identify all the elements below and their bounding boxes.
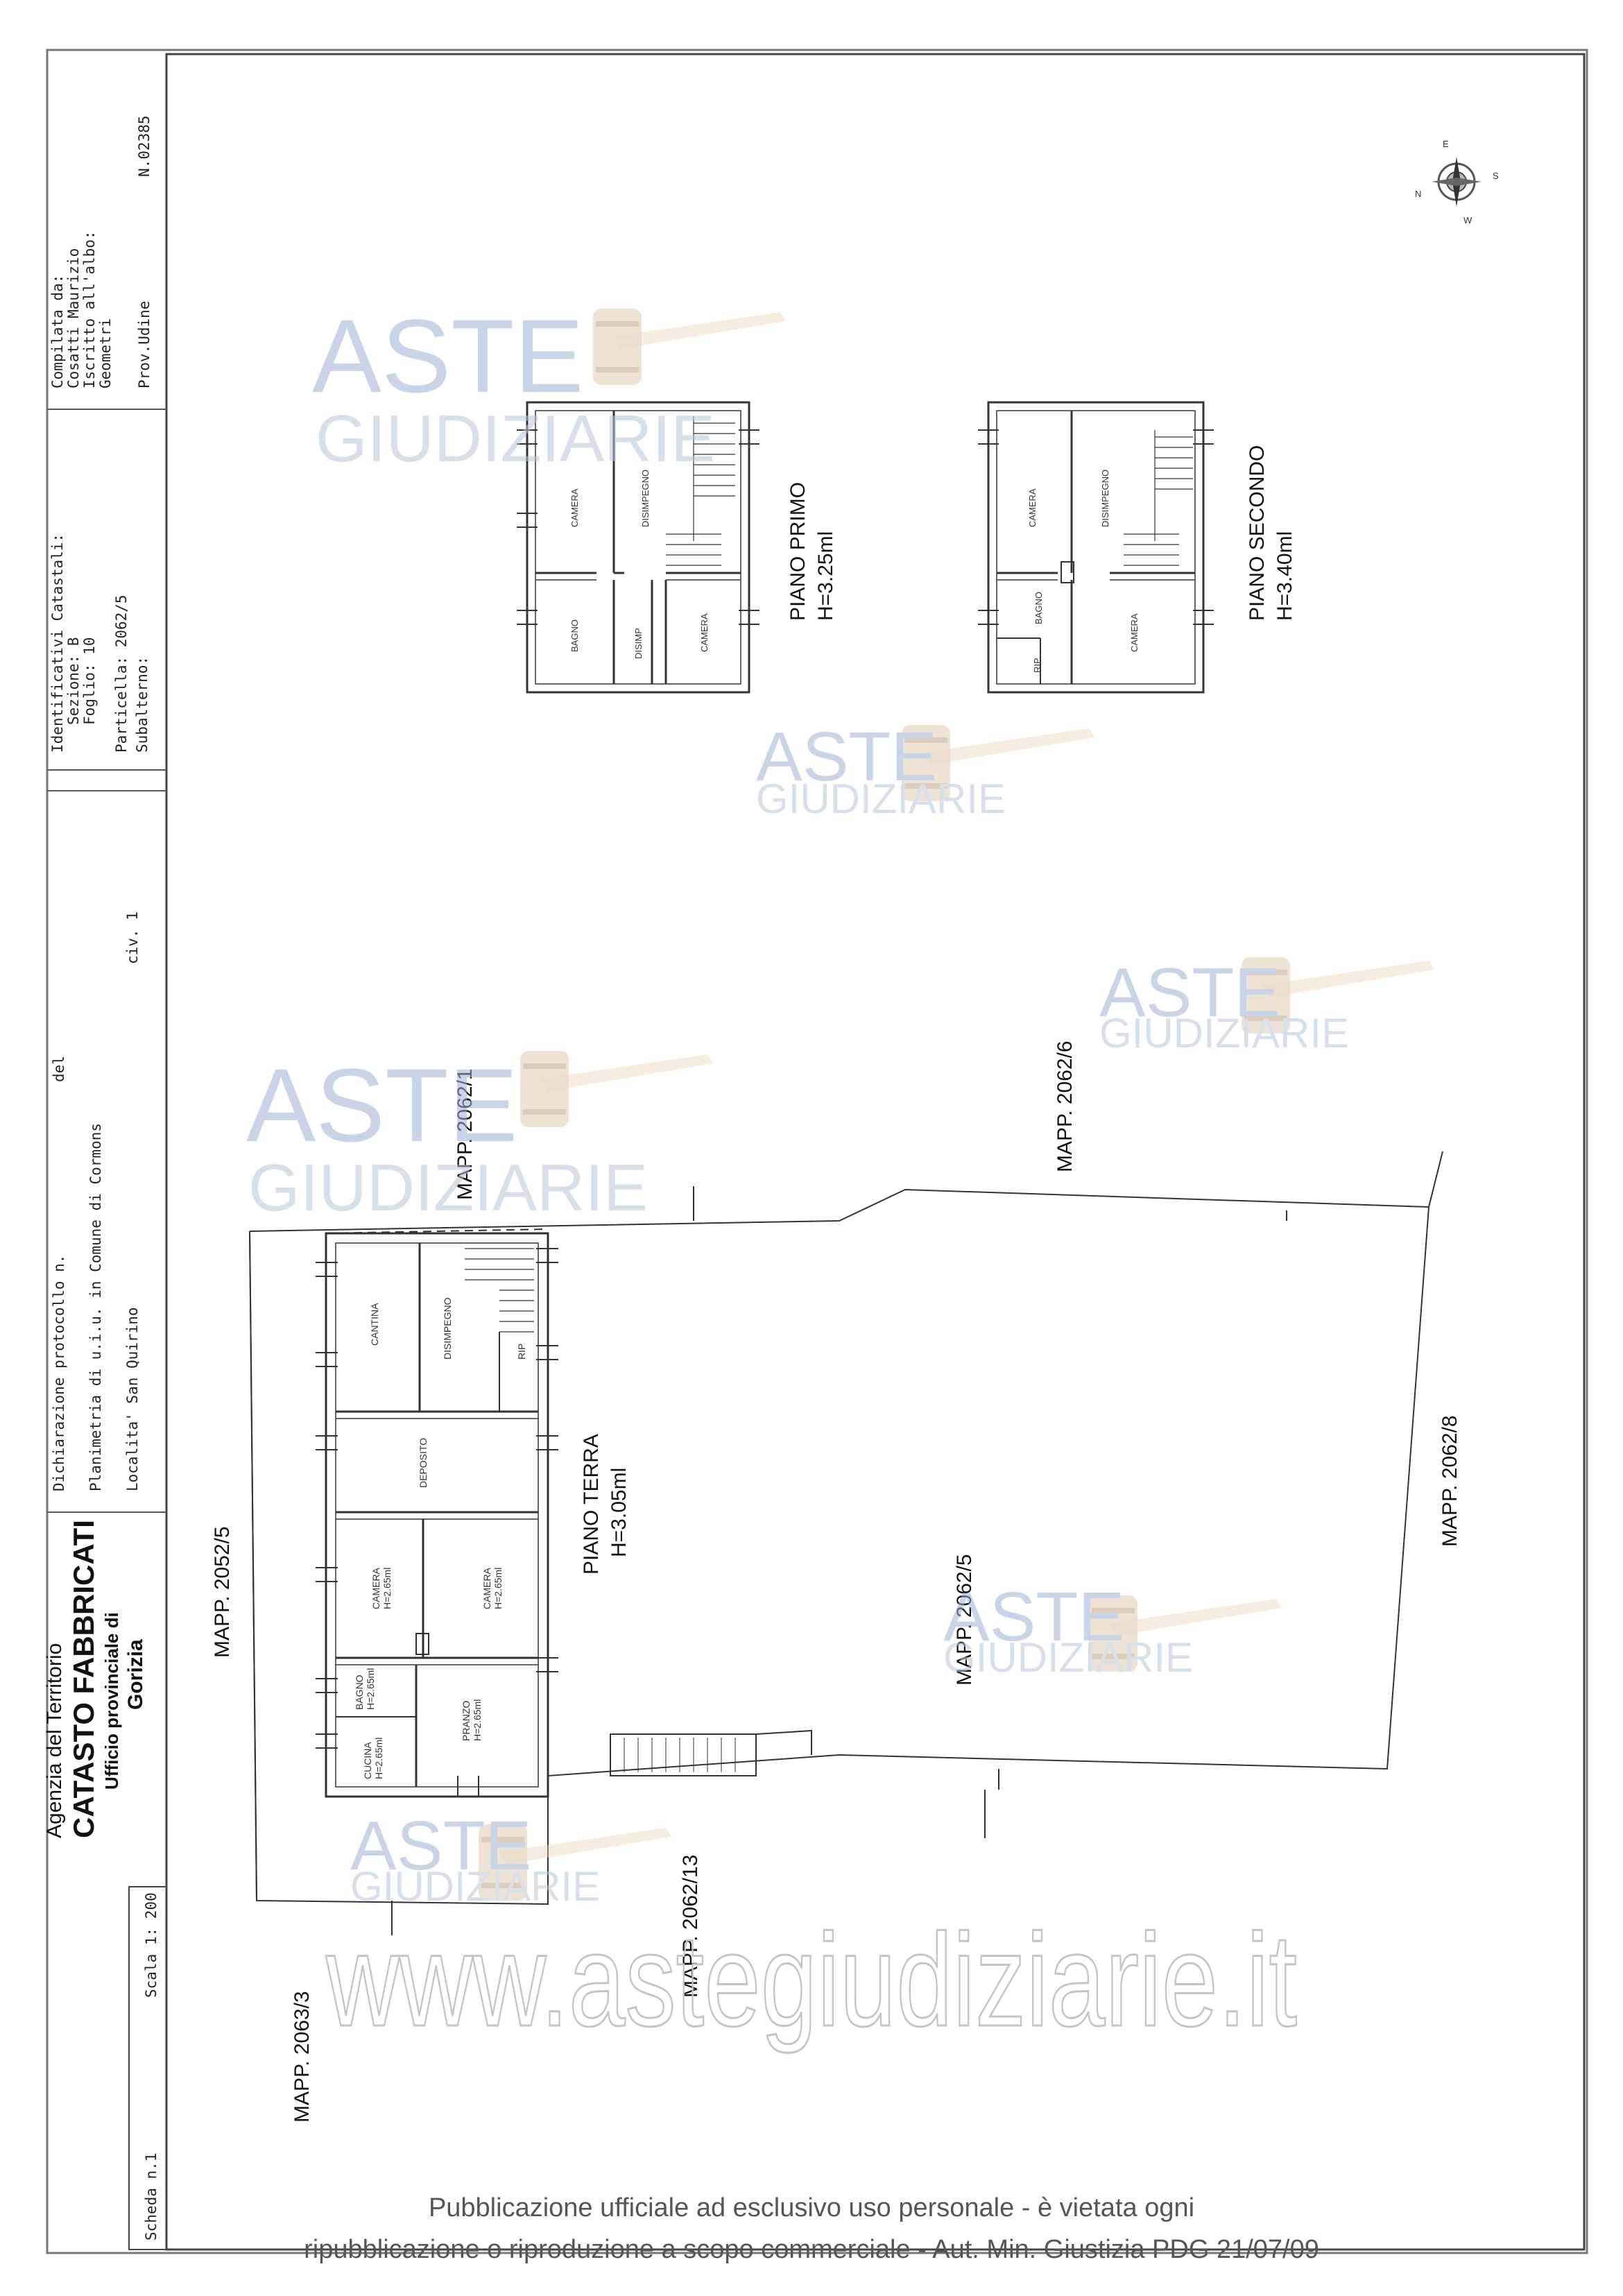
del-text: del bbox=[51, 1056, 67, 1082]
svg-text:GIUDIZIARIE: GIUDIZIARIE bbox=[1099, 1010, 1349, 1056]
piano-primo-plan bbox=[517, 401, 759, 694]
terra-room-camera-2-height: H=2.65ml bbox=[492, 1568, 504, 1609]
piano-terra-height: H=3.05ml bbox=[608, 1468, 630, 1557]
planimetria-text: Planimetria di u.i.u. in Comune di Cormo… bbox=[87, 1123, 104, 1491]
piano-secondo-height: H=3.40ml bbox=[1273, 531, 1296, 621]
piano-secondo-title: PIANO SECONDO bbox=[1246, 445, 1269, 621]
terra-room-cantina: CANTINA bbox=[369, 1303, 380, 1346]
secondo-room-rip: RIP. bbox=[1032, 656, 1042, 673]
mapp-2062-8: MAPP. 2062/8 bbox=[1439, 1415, 1461, 1547]
secondo-room-disimpegno: DISIMPEGNO bbox=[1100, 470, 1110, 527]
mapp-2063-3: MAPP. 2063/3 bbox=[291, 1991, 314, 2123]
watermark-aste-6: ASTE GIUDIZIARIE bbox=[350, 1807, 671, 1910]
identificativi-line-4: Particella: 2062/5 bbox=[113, 594, 130, 753]
compass-n: N bbox=[1415, 189, 1421, 199]
svg-text:ASTE: ASTE bbox=[943, 1578, 1124, 1656]
mapp-2062-13: MAPP. 2062/13 bbox=[679, 1855, 702, 1998]
compass-e: E bbox=[1443, 139, 1449, 149]
compass-rose-icon: N E S W bbox=[1415, 139, 1499, 225]
primo-room-disimp: DISIMP bbox=[633, 628, 644, 659]
secondo-room-camera-1: CAMERA bbox=[1027, 488, 1038, 527]
terra-room-pranzo: PRANZO bbox=[461, 1701, 472, 1741]
agency-line-4: Gorizia bbox=[124, 1639, 147, 1710]
primo-room-disimpegno: DISIMPEGNO bbox=[640, 470, 651, 527]
svg-text:GIUDIZIARIE: GIUDIZIARIE bbox=[943, 1634, 1193, 1681]
footer-line-1: Pubblicazione ufficiale ad esclusivo uso… bbox=[429, 2193, 1194, 2222]
watermark-url: www.astegiudiziarie.it bbox=[325, 1907, 1297, 2054]
piano-terra-title: PIANO TERRA bbox=[580, 1434, 603, 1575]
svg-text:ASTE: ASTE bbox=[1099, 954, 1280, 1031]
agency-line-2: CATASTO FABBRICATI bbox=[67, 1520, 100, 1838]
dichiarazione-text: Dichiarazione protocollo n. bbox=[51, 1255, 67, 1491]
svg-text:ASTE: ASTE bbox=[246, 1047, 518, 1163]
compilata-line-5: Prov.Udine bbox=[136, 301, 153, 388]
svg-text:GIUDIZIARIE: GIUDIZIARIE bbox=[756, 776, 1006, 822]
primo-room-camera-1: CAMERA bbox=[569, 488, 580, 527]
drawing-frame bbox=[165, 53, 1586, 2251]
piano-secondo-plan bbox=[978, 401, 1214, 694]
site-plan bbox=[249, 1151, 1443, 1935]
identificativi-line-2: Sezione: B bbox=[65, 637, 82, 725]
svg-text:GIUDIZIARIE: GIUDIZIARIE bbox=[316, 402, 715, 476]
localita-text: Localita' San Quirino bbox=[124, 1307, 141, 1491]
primo-room-bagno: BAGNO bbox=[569, 619, 580, 652]
terra-room-bagno: BAGNO bbox=[354, 1674, 365, 1710]
watermark-aste-5: ASTE GIUDIZIARIE bbox=[943, 1578, 1282, 1681]
mapp-2062-5: MAPP. 2062/5 bbox=[953, 1554, 976, 1686]
identificativi-line-1: Identificativi Catastali: bbox=[49, 533, 66, 753]
svg-text:GIUDIZIARIE: GIUDIZIARIE bbox=[248, 1151, 648, 1225]
terra-room-camera-1: CAMERA bbox=[370, 1567, 381, 1609]
numero-scheda: N.02385 bbox=[136, 115, 153, 177]
svg-text:ASTE: ASTE bbox=[312, 298, 584, 414]
terra-room-deposito: DEPOSITO bbox=[418, 1438, 429, 1488]
terra-room-cucina: CUCINA bbox=[362, 1742, 373, 1779]
secondo-room-bagno: BAGNO bbox=[1033, 592, 1044, 624]
mapp-2062-6: MAPP. 2062/6 bbox=[1054, 1040, 1076, 1172]
identificativi-line-3: Foglio: 10 bbox=[81, 637, 98, 725]
svg-text:GIUDIZIARIE: GIUDIZIARIE bbox=[350, 1863, 600, 1910]
outer-frame bbox=[46, 49, 1588, 2254]
civico-text: civ. 1 bbox=[124, 911, 141, 964]
terra-room-camera-2: CAMERA bbox=[481, 1567, 492, 1609]
identificativi-line-5: Subalterno: bbox=[134, 656, 151, 753]
agency-line-1: Agenzia del Territorio bbox=[43, 1643, 66, 1838]
watermark-aste-3: ASTE GIUDIZIARIE bbox=[1099, 954, 1434, 1056]
mapp-2062-1: MAPP. 2062/1 bbox=[454, 1068, 476, 1200]
compilata-line-1: Compilata da: bbox=[49, 275, 66, 388]
compilata-line-4: Geometri bbox=[97, 318, 114, 388]
secondo-room-camera-2: CAMERA bbox=[1129, 613, 1140, 652]
mapp-2052-5: MAPP. 2052/5 bbox=[211, 1526, 234, 1658]
compass-s: S bbox=[1493, 171, 1499, 181]
footer-line-2: ripubblicazione o riproduzione a scopo c… bbox=[304, 2235, 1319, 2264]
agency-line-3: Ufficio provinciale di bbox=[101, 1612, 122, 1790]
terra-room-disimpegno: DISIMPEGNO bbox=[442, 1297, 453, 1360]
compass-w: W bbox=[1463, 215, 1472, 225]
primo-room-camera-2: CAMERA bbox=[699, 613, 710, 652]
terra-room-bagno-height: H=2.65ml bbox=[365, 1668, 376, 1710]
watermark-aste-1: ASTE GIUDIZIARIE bbox=[312, 298, 786, 476]
terra-room-pranzo-height: H=2.65ml bbox=[472, 1699, 483, 1741]
terra-room-rip: RIP bbox=[516, 1344, 527, 1360]
piano-primo-title: PIANO PRIMO bbox=[787, 482, 809, 621]
scala-text: Scala 1: 200 bbox=[143, 1892, 160, 1998]
terra-room-cucina-height: H=2.65ml bbox=[373, 1738, 384, 1779]
svg-text:ASTE: ASTE bbox=[756, 718, 937, 796]
scheda-text: Scheda n.1 bbox=[143, 2153, 160, 2241]
watermark-aste-4: ASTE GIUDIZIARIE bbox=[246, 1047, 713, 1225]
terra-room-camera-1-height: H=2.65ml bbox=[381, 1568, 393, 1609]
svg-text:ASTE: ASTE bbox=[350, 1807, 531, 1885]
compilata-line-2: Cosatti Maurizio bbox=[65, 248, 82, 388]
compilata-line-3: Iscritto all'albo: bbox=[81, 230, 98, 388]
watermark-aste-2: ASTE GIUDIZIARIE bbox=[756, 718, 1094, 822]
piano-primo-height: H=3.25ml bbox=[814, 531, 837, 621]
